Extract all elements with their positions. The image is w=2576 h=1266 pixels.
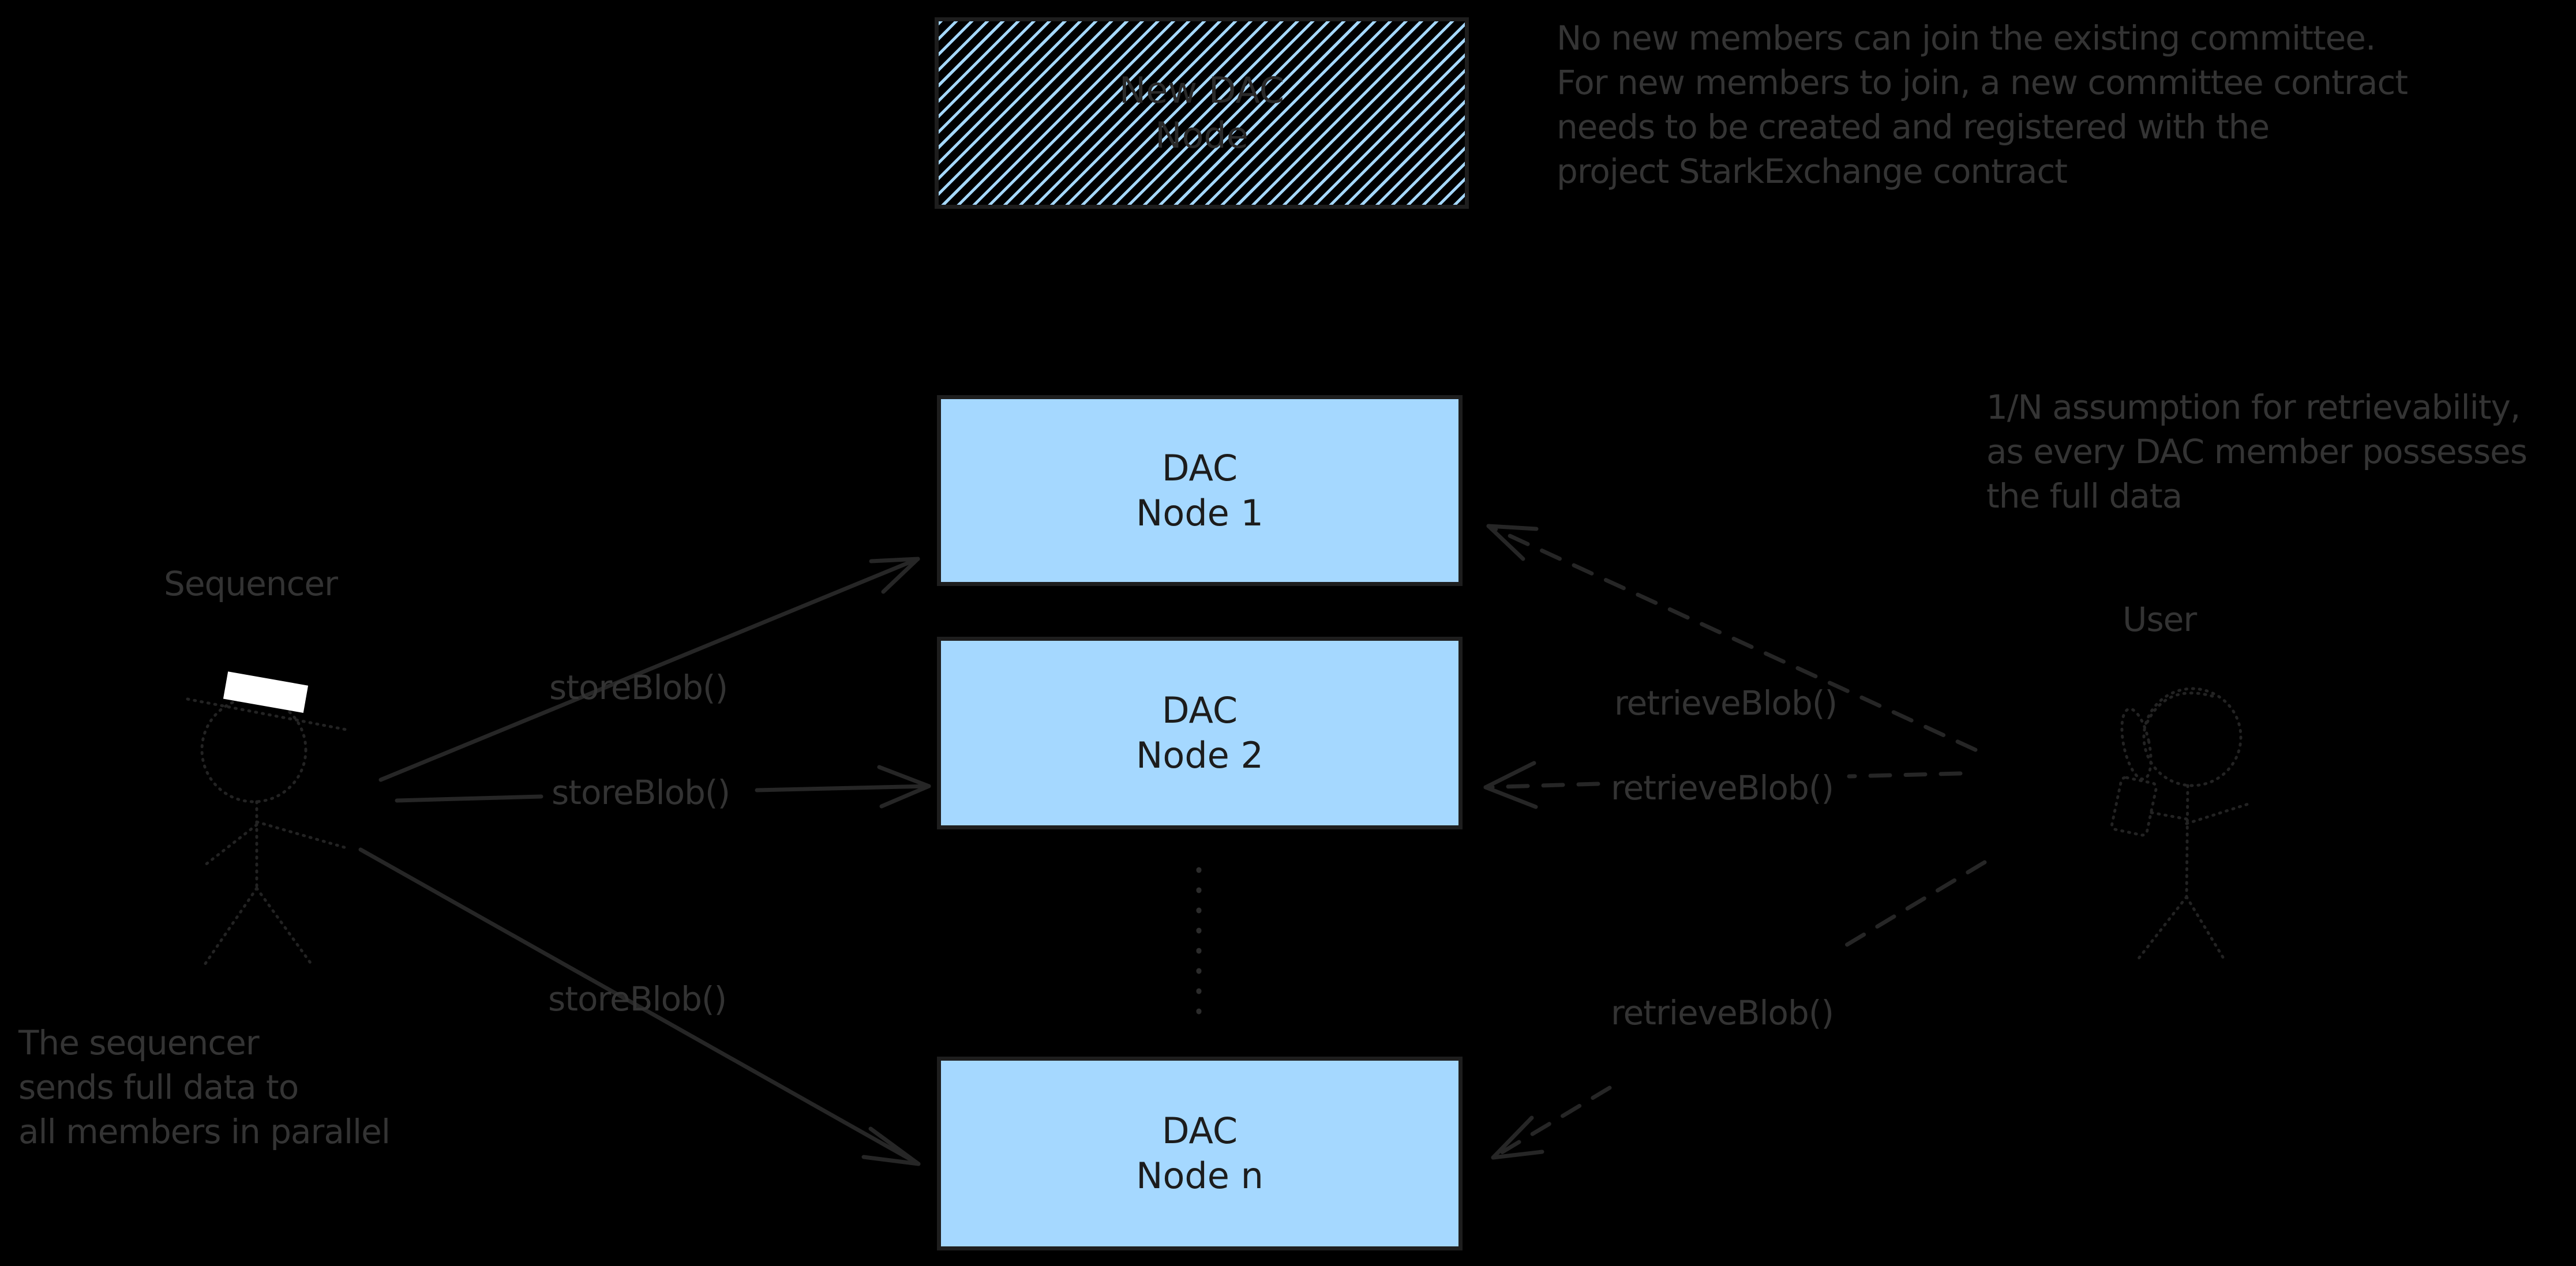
committee-note: No new members can join the existing com… [1557, 16, 2408, 194]
committee-note-line: For new members to join, a new committee… [1557, 63, 2408, 102]
dac-node-2-box: DAC Node 2 [937, 637, 1463, 829]
dac-node-2-label-line2: Node 2 [1136, 734, 1263, 776]
committee-note-line: No new members can join the existing com… [1557, 18, 2376, 58]
sequencer-label: Sequencer [164, 564, 338, 603]
retrievability-note: 1/N assumption for retrievability, as ev… [1986, 385, 2528, 519]
retrieve-blob-label-2: retrieveBlob() [1611, 768, 1834, 807]
retrieve-blob-label-1: retrieveBlob() [1614, 683, 1838, 723]
store-blob-arrow-3 [358, 847, 921, 1166]
dac-node-1-label-line2: Node 1 [1136, 491, 1263, 534]
committee-note-line: project StarkExchange contract [1557, 152, 2068, 191]
store-blob-label-2: storeBlob() [552, 773, 730, 812]
committee-note-line: needs to be created and registered with … [1557, 107, 2270, 146]
phone-icon [2110, 776, 2158, 837]
dac-node-n-box: DAC Node n [937, 1057, 1463, 1250]
new-dac-node-label-line2: Node [1155, 114, 1248, 156]
user-label: User [2123, 600, 2197, 639]
store-blob-arrow-1 [378, 557, 920, 782]
new-dac-node-label-line1: New DAC [1119, 69, 1285, 111]
retrieve-blob-arrow-2 [1483, 761, 1963, 809]
store-blob-label-1: storeBlob() [549, 668, 728, 707]
retrieve-blob-arrow-3 [1491, 860, 1987, 1160]
retrievability-note-line: 1/N assumption for retrievability, [1986, 388, 2521, 427]
dac-node-2-label-line1: DAC [1161, 689, 1238, 731]
sequencer-note-line: all members in parallel [18, 1112, 391, 1151]
sequencer-figure-icon [186, 671, 348, 966]
dac-node-n-label-line2: Node n [1136, 1155, 1263, 1197]
store-blob-label-3: storeBlob() [548, 979, 727, 1019]
retrievability-note-line: as every DAC member possesses [1986, 432, 2528, 471]
retrievability-note-line: the full data [1986, 476, 2183, 516]
dac-node-1-box: DAC Node 1 [937, 395, 1463, 586]
user-figure-icon [2110, 687, 2252, 964]
retrieve-blob-arrow-1 [1486, 524, 1978, 752]
sequencer-note-line: sends full data to [18, 1068, 299, 1107]
retrieve-blob-label-3: retrieveBlob() [1611, 993, 1834, 1032]
sequencer-note-line: The sequencer [18, 1023, 260, 1062]
white-hat-icon [223, 671, 309, 713]
dac-node-1-label-line1: DAC [1161, 446, 1238, 489]
sequencer-note: The sequencer sends full data to all mem… [18, 1021, 391, 1154]
new-dac-node-box: New DAC Node [935, 17, 1469, 209]
store-blob-arrow-2 [395, 765, 931, 809]
dac-node-n-label-line1: DAC [1161, 1110, 1238, 1152]
